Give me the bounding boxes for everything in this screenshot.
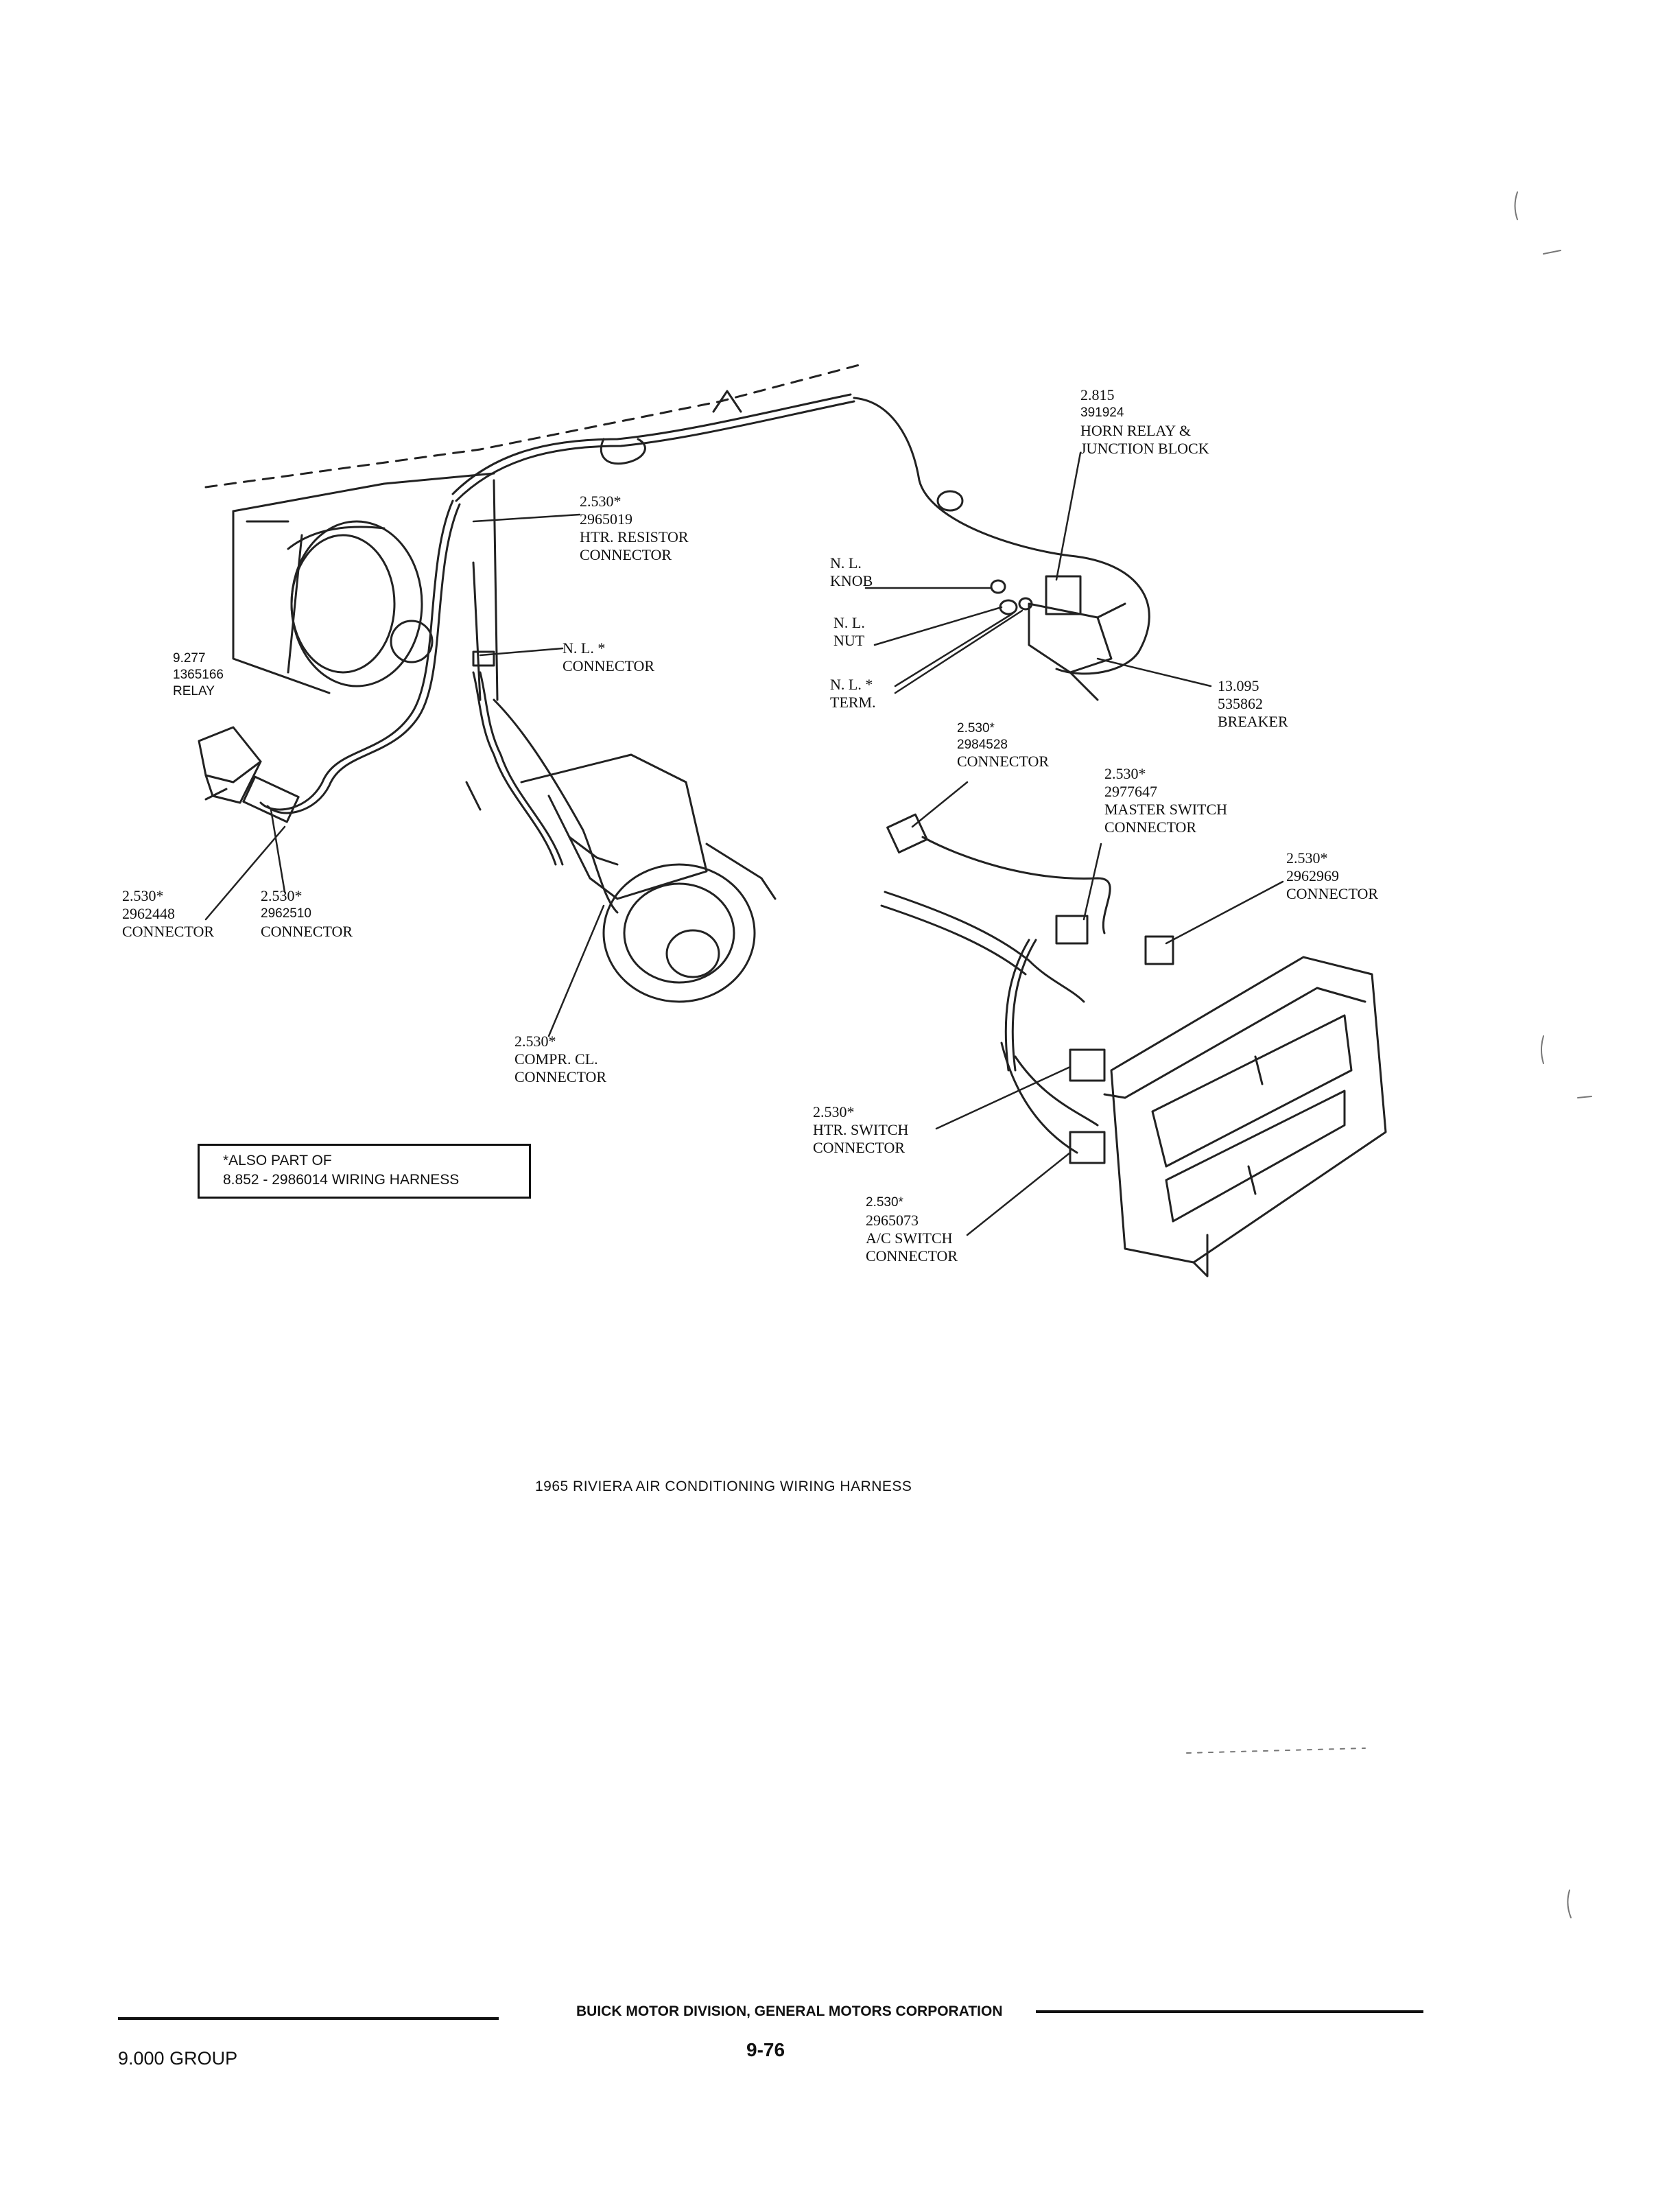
figure-caption: 1965 RIVIERA AIR CONDITIONING WIRING HAR… <box>535 1479 912 1494</box>
horn-relay-illustration <box>990 575 1126 701</box>
scan-marks <box>1186 191 1592 1918</box>
label-nl-nut: N. L.NUT <box>833 614 865 649</box>
cowl-outline <box>204 362 866 701</box>
note-line-1: *ALSO PART OF <box>223 1153 332 1168</box>
label-compr-cl-connector: 2.530*COMPR. CL.CONNECTOR <box>514 1033 607 1085</box>
upper-harness <box>451 390 1150 675</box>
label-nl-knob: N. L.KNOB <box>830 554 873 589</box>
label-nl-term: N. L. *TERM. <box>830 676 876 711</box>
label-nl-connector: N. L. *CONNECTOR <box>563 639 655 674</box>
footer-group: 9.000 GROUP <box>118 2048 238 2069</box>
lower-left-harness <box>259 499 619 914</box>
control-head-harness <box>880 813 1174 1164</box>
footer-page-number: 9-76 <box>746 2039 785 2060</box>
blower-motor-illustration <box>246 520 434 687</box>
wiring-harness-note-box: *ALSO PART OF 8.852 - 2986014 WIRING HAR… <box>198 1144 531 1199</box>
relay-illustration <box>198 726 300 823</box>
control-head-illustration <box>1103 956 1387 1278</box>
footer-rule-right <box>1036 2010 1423 2013</box>
footer-rule-left <box>118 2017 499 2020</box>
leader-lines <box>204 451 1284 1236</box>
compressor-illustration <box>465 753 777 1003</box>
footer-division: BUICK MOTOR DIVISION, GENERAL MOTORS COR… <box>576 2003 1003 2019</box>
note-line-2: 8.852 - 2986014 WIRING HARNESS <box>223 1172 460 1188</box>
